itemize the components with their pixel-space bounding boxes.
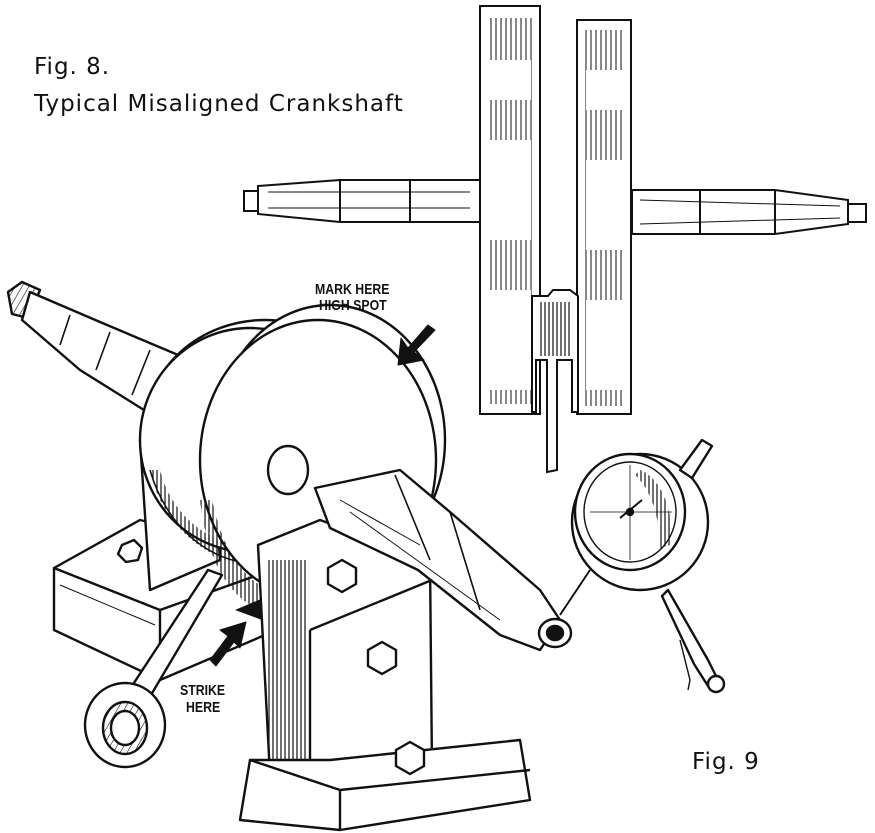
fig9-flywheel-hole bbox=[266, 444, 310, 496]
fig9-crankshaft-drawing bbox=[6, 280, 726, 832]
fig8-right-shaft-tip bbox=[847, 203, 867, 223]
fig9-indicator-holder-arm bbox=[660, 588, 720, 688]
mark-here-label-line2: HIGH SPOT bbox=[319, 297, 387, 314]
fig9-stand-bolt-middle bbox=[366, 640, 398, 676]
strike-here-label-line2: HERE bbox=[186, 699, 221, 716]
fig8-left-shaft-tip bbox=[243, 190, 259, 212]
fig8-left-shaft bbox=[257, 179, 483, 223]
fig9-indicator-stem bbox=[559, 569, 591, 616]
fig9-stand-bolt-bottom bbox=[394, 740, 426, 776]
fig9-stand-bolt-top bbox=[326, 558, 358, 594]
mark-here-label-line1: MARK HERE bbox=[315, 281, 390, 298]
strike-here-label-line1: STRIKE bbox=[180, 682, 226, 699]
fig8-subtitle: Typical Misaligned Crankshaft bbox=[34, 91, 404, 117]
fig9-title: Fig. 9 bbox=[692, 749, 760, 775]
mark-here-arrow bbox=[397, 324, 436, 366]
fig9-left-bolt bbox=[116, 538, 144, 564]
fig8-title: Fig. 8. bbox=[34, 54, 111, 80]
strike-here-arrow bbox=[209, 621, 247, 667]
fig9-indicator-plunger bbox=[678, 438, 714, 480]
fig8-right-shaft bbox=[631, 189, 849, 235]
fig8-crankshaft-drawing bbox=[243, 5, 867, 474]
